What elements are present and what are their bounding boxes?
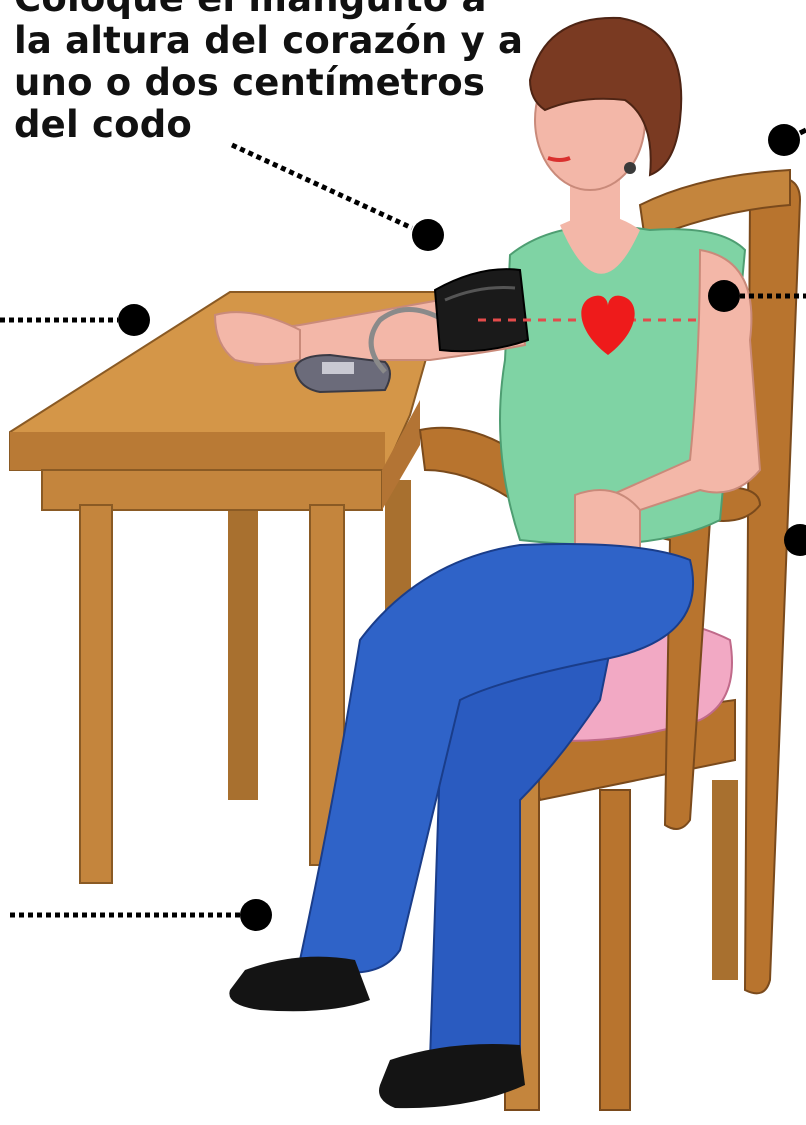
chair-front-leg-right: [600, 790, 630, 1110]
shoe-back: [379, 1044, 525, 1108]
callout-line-caption: [232, 145, 412, 228]
callout-dot-cuff: [412, 219, 444, 251]
instruction-caption: Coloque el manguito a la altura del cora…: [14, 0, 444, 146]
table-back-leg-left: [228, 480, 258, 800]
callout-line-head: [800, 130, 806, 133]
woman: [215, 18, 760, 1108]
caption-line-2: la altura del corazón y a: [14, 20, 444, 62]
caption-line-1: Coloque el manguito a: [14, 0, 444, 20]
chair-back-post: [745, 178, 800, 994]
monitor-screen: [322, 362, 354, 374]
lips: [548, 158, 570, 160]
callout-dot-shoulder: [708, 280, 740, 312]
caption-line-4: del codo: [14, 104, 444, 146]
chair-rear-leg: [712, 780, 738, 980]
shoe-front: [229, 957, 370, 1012]
tabletop-edge: [10, 432, 385, 470]
callout-dot-feet: [240, 899, 272, 931]
callout-dot-head: [768, 124, 800, 156]
earring: [624, 162, 636, 174]
caption-line-3: uno o dos centímetros: [14, 62, 444, 104]
table-front-leg-left: [80, 505, 112, 883]
callout-dot-table: [118, 304, 150, 336]
blood-pressure-cuff: [435, 269, 528, 351]
